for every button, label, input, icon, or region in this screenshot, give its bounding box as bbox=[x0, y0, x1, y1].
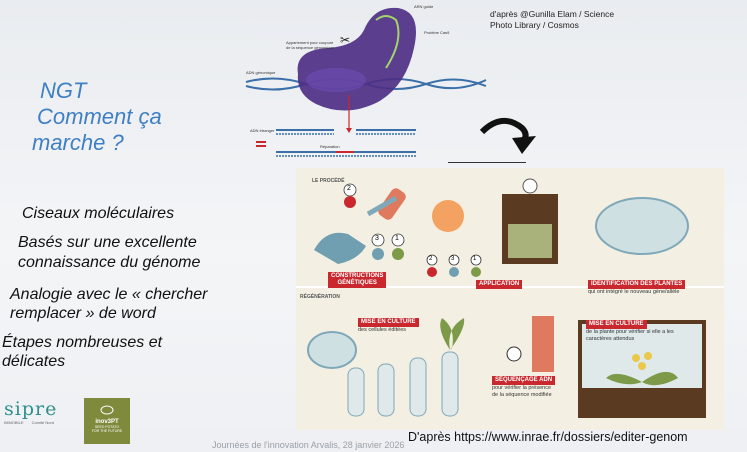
scissors-icon: ✂ bbox=[340, 33, 350, 47]
step-number: 1 bbox=[395, 235, 399, 242]
tag-constructions: CONSTRUCTIONS GÉNÉTIQUES bbox=[328, 272, 387, 288]
sipre-wordmark: sipre bbox=[4, 398, 58, 420]
curved-arrow-icon bbox=[479, 118, 536, 154]
tag-application: APPLICATION bbox=[476, 280, 523, 289]
mise-culture-2-desc-1: de la plante pour vérifier si elle a les bbox=[586, 329, 674, 335]
sipre-logo: sipre IMMOBILE Comité Nord bbox=[4, 398, 70, 440]
tag-constructions-1: CONSTRUCTIONS bbox=[331, 273, 384, 279]
image-credit: d'après @Gunilla Elam / Science Photo Li… bbox=[490, 9, 614, 31]
inov3pt-tagline-1: SEED POTATO bbox=[94, 425, 120, 429]
label-appariement-2: de la séquence génomique bbox=[286, 45, 335, 50]
step-number: 2 bbox=[429, 256, 433, 262]
credit-line-2: Photo Library / Cosmos bbox=[490, 20, 579, 30]
tag-constructions-2: GÉNÉTIQUES bbox=[337, 280, 377, 286]
slide-title: NGT Comment ça marche ? bbox=[32, 78, 222, 156]
step-number: 3 bbox=[375, 235, 379, 242]
tag-mise-culture-2: MISE EN CULTURE bbox=[586, 320, 647, 329]
procede-heading: LE PROCÉDÉ bbox=[312, 178, 345, 184]
label-adn-etranger: ADN étranger bbox=[250, 128, 275, 133]
label-adn-genomique: ADN génomique bbox=[246, 70, 276, 75]
step-number: 1 bbox=[473, 256, 477, 262]
bullet-text: connaissance du génome bbox=[18, 254, 201, 271]
inov3pt-name: inov3PT bbox=[95, 419, 119, 425]
infographic-drawing bbox=[307, 178, 706, 418]
label-appariement: Appariement pour coupure de la séquence … bbox=[286, 40, 334, 50]
bullet-text: Étapes nombreuses et bbox=[2, 334, 163, 351]
label-appariement-1: Appariement pour coupure bbox=[286, 40, 334, 45]
step-number: 2 bbox=[347, 185, 351, 192]
bullet-text: remplacer » de word bbox=[10, 305, 156, 322]
label-proteine-cas9: Protéine Cas9 bbox=[424, 30, 450, 35]
bullet-text: Analogie avec le « chercher bbox=[10, 286, 208, 303]
bullet-text: délicates bbox=[2, 353, 66, 370]
tag-sequencage: SÉQUENÇAGE ADN bbox=[492, 376, 556, 385]
label-reparation: Réparation bbox=[320, 144, 340, 149]
tag-identification: IDENTIFICATION DES PLANTES bbox=[588, 280, 686, 289]
potato-leaf-icon bbox=[100, 405, 114, 415]
label-arn-guide: ARN guide bbox=[414, 4, 434, 9]
title-line-3: marche ? bbox=[32, 130, 124, 155]
sipre-small-left: IMMOBILE bbox=[4, 420, 24, 425]
bullet-text: Basés sur une excellente bbox=[18, 234, 197, 251]
bullet-text: Ciseaux moléculaires bbox=[22, 205, 175, 222]
editing-infographic: LE PROCÉDÉ RÉGÉNÉRATION bbox=[296, 168, 724, 430]
title-line-1: NGT bbox=[40, 78, 87, 103]
credit-line-1: d'après @Gunilla Elam / Science bbox=[490, 9, 615, 19]
mise-culture-1-desc: des cellules éditées bbox=[358, 327, 407, 333]
identification-desc: qui ont intégré le nouveau gène/allèle bbox=[588, 289, 680, 295]
step-number: 3 bbox=[451, 256, 455, 262]
sequencage-desc-1: pour vérifier la présence bbox=[492, 385, 552, 391]
mise-culture-2-desc-2: caractères attendus bbox=[586, 336, 635, 342]
title-line-2: Comment ça bbox=[37, 104, 162, 129]
sipre-small-right: Comité Nord bbox=[31, 420, 55, 425]
regeneration-heading: RÉGÉNÉRATION bbox=[300, 294, 340, 300]
inov3pt-logo: inov3PT SEED POTATO FOR THE FUTURE bbox=[84, 398, 130, 444]
sequencage-desc-2: de la séquence modifiée bbox=[492, 392, 552, 398]
tag-mise-culture-1: MISE EN CULTURE bbox=[358, 318, 419, 327]
source-link[interactable]: D'après https://www.inrae.fr/dossiers/ed… bbox=[408, 430, 688, 444]
event-footer: Journées de l'innovation Arvalis, 28 jan… bbox=[212, 440, 405, 450]
divider-line bbox=[448, 162, 526, 163]
inov3pt-tagline-2: FOR THE FUTURE bbox=[91, 429, 123, 433]
cas9-diagram: ✂ bbox=[245, 7, 487, 157]
